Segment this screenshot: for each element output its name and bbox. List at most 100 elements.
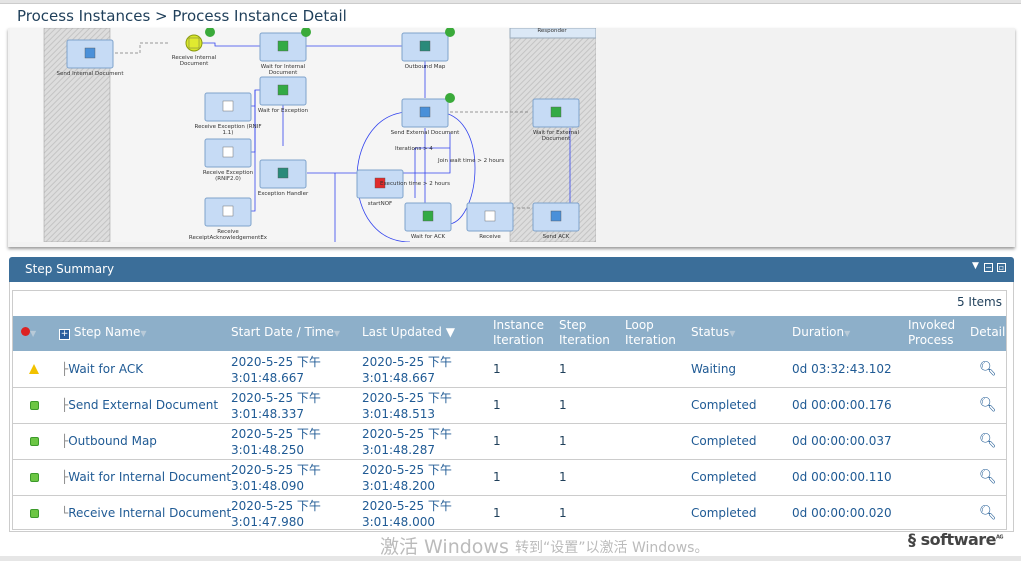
diagram-node[interactable]: Receive [466, 202, 514, 240]
node-label: startNOF [368, 201, 392, 207]
maximize-icon[interactable]: ▫ [997, 263, 1006, 272]
diagram-node[interactable]: Outbound Map [401, 32, 449, 70]
node-type-icon [188, 37, 200, 49]
step-name[interactable]: ├Send External Document [61, 398, 219, 412]
diagram-node[interactable]: startNOF [356, 169, 404, 207]
instance-iteration: 1 [493, 362, 501, 376]
col-loop-iteration[interactable]: Loop Iteration [625, 318, 676, 347]
node-label: Exception Handler [258, 191, 309, 197]
col-step-iteration[interactable]: Step Iteration [559, 318, 610, 347]
detail-magnifier-icon[interactable]: 🔍︎ [979, 397, 997, 413]
detail-magnifier-icon[interactable]: 🔍︎ [979, 361, 997, 377]
diagram-node[interactable]: Exception Handler [258, 159, 309, 197]
detail-magnifier-icon[interactable]: 🔍︎ [979, 469, 997, 485]
step-iteration: 1 [559, 506, 567, 520]
col-start-date[interactable]: Start Date / Time▼ [231, 325, 341, 339]
status: Waiting [691, 362, 737, 376]
node-type-icon [84, 47, 96, 59]
detail-magnifier-icon[interactable]: 🔍︎ [979, 505, 997, 521]
node-type-icon [550, 106, 562, 118]
step-iteration: 1 [559, 398, 567, 412]
completed-status-icon [30, 509, 39, 518]
duration: 0d 00:00:00.020 [792, 506, 892, 520]
instance-iteration: 1 [493, 398, 501, 412]
node-label: Wait for Exception [258, 108, 309, 114]
col-status[interactable]: Status▼ [691, 325, 736, 339]
warning-icon [29, 364, 39, 374]
col-last-updated[interactable]: Last Updated ▼ [362, 325, 455, 339]
step-name[interactable]: ├Wait for ACK [61, 362, 144, 376]
node-type-icon [484, 210, 496, 222]
duration: 0d 03:32:43.102 [792, 362, 892, 376]
step-name[interactable]: └Receive Internal Document [61, 506, 232, 520]
table-row[interactable]: ├Wait for Internal Document 2020-5-25 下午… [13, 460, 1006, 496]
node-label: Send ACK [543, 234, 570, 240]
node-type-icon [222, 100, 234, 112]
expand-all-icon[interactable]: + [59, 329, 70, 340]
node-type-icon [422, 210, 434, 222]
diagram-node[interactable]: Receive Exception(RNIF2.0) [203, 138, 254, 182]
node-type-icon [222, 146, 234, 158]
diagram-node[interactable]: Wait for ACK [404, 202, 452, 240]
node-type-icon [374, 177, 386, 189]
completed-status-icon [30, 437, 39, 446]
step-summary-header: Step Summary ▼−▫ [9, 257, 1014, 282]
step-name[interactable]: ├Wait for Internal Document [61, 470, 232, 484]
panel-title: Step Summary [25, 262, 115, 276]
diagram-node[interactable]: Send ACK [532, 202, 580, 240]
node-type-icon [277, 40, 289, 52]
items-count: 5 Items [956, 295, 1002, 309]
col-invoked-process[interactable]: Invoked Process [908, 318, 956, 347]
completed-status-icon [30, 401, 39, 410]
diagram-node[interactable]: Wait for Exception [258, 76, 309, 114]
completed-check-icon [205, 27, 215, 37]
instance-iteration: 1 [493, 434, 501, 448]
step-iteration: 1 [559, 434, 567, 448]
edge-label: Iterations > 4 [395, 146, 433, 152]
node-type-icon [222, 205, 234, 217]
node-type-icon [419, 40, 431, 52]
diagram-node[interactable]: Send External Document [391, 98, 461, 136]
collapse-arrow-icon[interactable]: ▼ [972, 261, 979, 271]
node-label: Outbound Map [405, 64, 446, 70]
status-filter-icon[interactable]: ▼ [21, 325, 36, 341]
node-label: Wait for ACK [411, 234, 446, 240]
col-step-name[interactable]: + Step Name▼ [59, 325, 147, 340]
col-detail: Detail [970, 325, 1006, 339]
minimize-icon[interactable]: − [984, 263, 993, 272]
diagram-node[interactable]: Send Internal Document [56, 39, 124, 77]
detail-magnifier-icon[interactable]: 🔍︎ [979, 433, 997, 449]
breadcrumb[interactable]: Process Instances > Process Instance Det… [17, 7, 347, 25]
top-tab-strip [0, 0, 1021, 4]
status: Completed [691, 398, 757, 412]
step-name[interactable]: ├Outbound Map [61, 434, 157, 448]
col-duration[interactable]: Duration▼ [792, 325, 851, 339]
duration: 0d 00:00:00.110 [792, 470, 892, 484]
col-instance-iteration[interactable]: Instance Iteration [493, 318, 545, 347]
completed-check-icon [445, 93, 455, 103]
edge-label: Join wait time > 2 hours [437, 158, 504, 164]
status: Completed [691, 470, 757, 484]
duration: 0d 00:00:00.176 [792, 398, 892, 412]
completed-status-icon [30, 473, 39, 482]
